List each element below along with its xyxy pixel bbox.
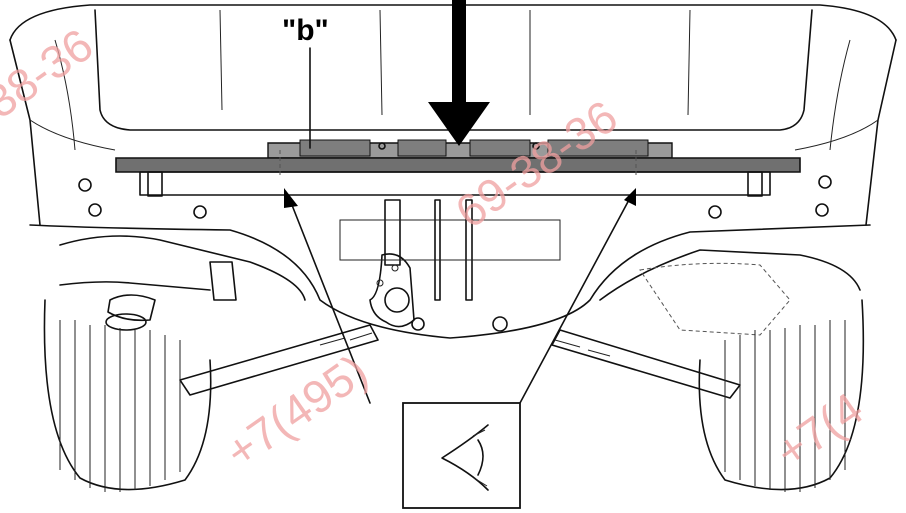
left-wheel: [43, 299, 212, 492]
callout-b: "b": [282, 14, 329, 149]
tow-hook-assembly: [339, 199, 561, 332]
right-wheel: [698, 299, 865, 492]
bumper-bar: [115, 157, 801, 173]
down-arrow-icon: [428, 0, 490, 146]
view-arrow-icon: [284, 188, 636, 404]
tray-slot-2: [397, 139, 447, 157]
exhaust-pipe: [59, 261, 237, 331]
suspension-arms: [179, 324, 741, 399]
tray-slot-4: [547, 139, 649, 157]
tray-slot-3: [469, 139, 531, 157]
tray-slot-1: [299, 139, 371, 157]
view-inset: [402, 402, 521, 509]
side-brackets: [78, 142, 832, 219]
lower-body: [29, 224, 871, 339]
eye-icon: [441, 424, 489, 491]
watermark-4: +7(4: [766, 382, 872, 478]
watermark-1: 38-36: [0, 18, 102, 128]
callout-b-label: "b": [282, 14, 329, 47]
